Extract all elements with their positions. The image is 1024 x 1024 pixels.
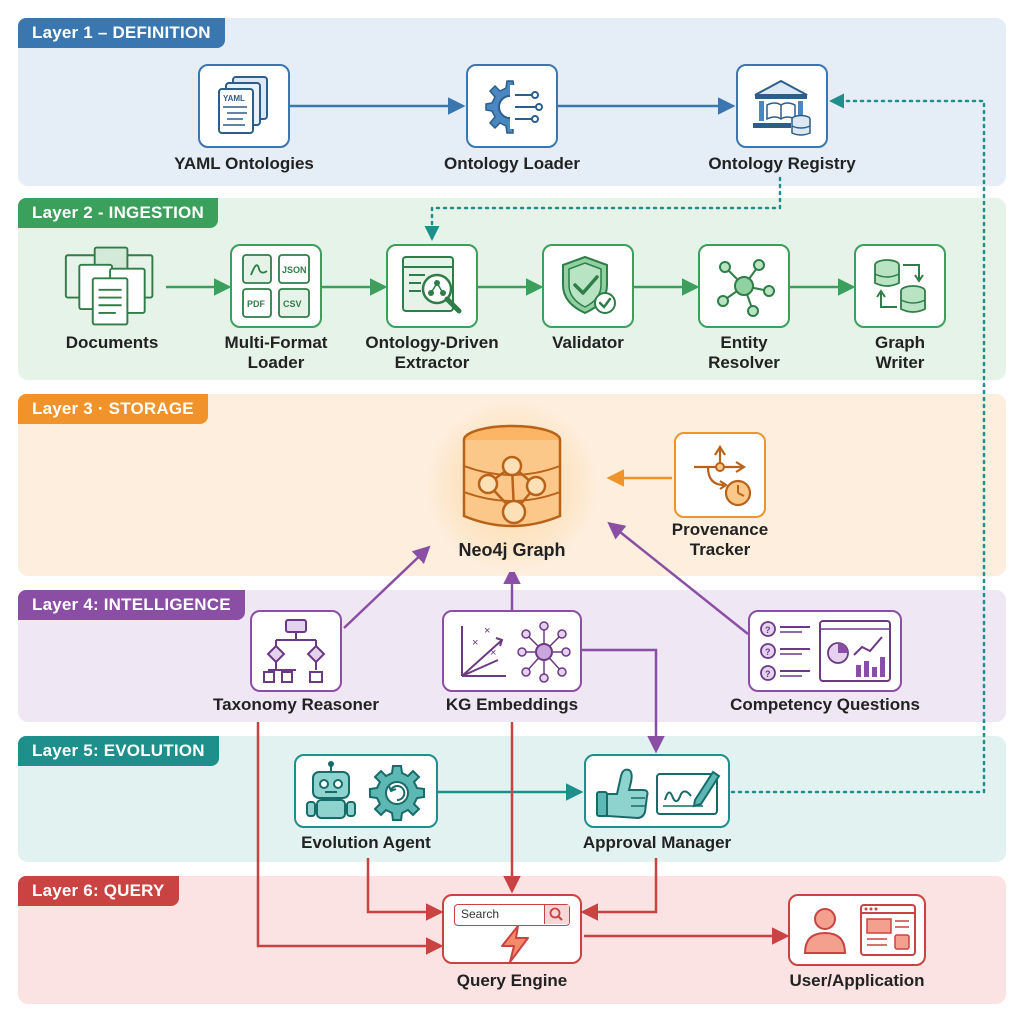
kg-embeddings-label: KG Embeddings (445, 695, 579, 714)
layer-tag: Layer 5: EVOLUTION (18, 736, 219, 766)
provenance-tracker-node[interactable] (674, 432, 766, 518)
provenance-flow-icon (694, 444, 752, 507)
documents-label: Documents (65, 333, 159, 352)
questions-dashboard-icon: ? ? ? (760, 620, 891, 682)
extractor-magnifier-icon (402, 256, 462, 314)
entity-resolver-label: Entity Resolver (708, 333, 780, 372)
svg-text:?: ? (765, 647, 771, 657)
svg-text:?: ? (765, 625, 771, 635)
multi-format-loader-label: Multi-Format Loader (224, 333, 328, 372)
gear-loader-icon (485, 80, 543, 134)
ontology-loader-label: Ontology Loader (444, 154, 580, 173)
network-nodes-icon (717, 259, 775, 317)
shield-check-icon (562, 255, 616, 315)
svg-text:×: × (490, 647, 496, 659)
documents-node[interactable] (60, 242, 164, 330)
ontology-loader-node[interactable] (466, 64, 558, 148)
layer-evolution: Layer 5: EVOLUTION (18, 736, 1006, 862)
query-engine-label: Query Engine (456, 971, 568, 990)
registry-building-icon (753, 79, 811, 136)
ontology-registry-node[interactable] (736, 64, 828, 148)
user-application-node[interactable] (788, 894, 926, 966)
graph-writer-node[interactable] (854, 244, 946, 328)
approval-signature-icon (596, 768, 721, 820)
validator-label: Validator (552, 333, 624, 352)
layer-tag: Layer 3 · STORAGE (18, 394, 208, 424)
graph-writer-label: Graph Writer (874, 333, 926, 372)
taxonomy-reasoner-label: Taxonomy Reasoner (213, 695, 379, 714)
approval-manager-label: Approval Manager (582, 833, 732, 852)
svg-text:?: ? (765, 669, 771, 679)
multi-format-loader-node[interactable]: JSON PDF CSV (230, 244, 322, 328)
csv-file-text: CSV (283, 299, 302, 309)
competency-questions-label: Competency Questions (730, 695, 920, 714)
neo4j-graph-label: Neo4j Graph (458, 540, 566, 560)
entity-resolver-node[interactable] (698, 244, 790, 328)
user-application-label: User/Application (789, 971, 925, 990)
search-input[interactable]: Search (454, 904, 570, 926)
provenance-tracker-label: Provenance Tracker (671, 520, 769, 559)
layer-tag: Layer 4: INTELLIGENCE (18, 590, 245, 620)
search-placeholder: Search (461, 907, 500, 921)
hierarchy-tree-icon (263, 619, 326, 683)
kg-embeddings-node[interactable]: × × × (442, 610, 582, 692)
ontology-registry-label: Ontology Registry (708, 154, 856, 173)
ontology-extractor-label: Ontology-Driven Extractor (365, 333, 499, 372)
yaml-file-text: YAML (223, 94, 245, 103)
competency-questions-node[interactable]: ? ? ? (748, 610, 902, 692)
json-file-text: JSON (282, 265, 307, 275)
evolution-agent-node[interactable] (294, 754, 438, 828)
yaml-ontologies-label: YAML Ontologies (174, 154, 314, 173)
file-formats-icon: JSON PDF CSV (242, 254, 310, 318)
database-sync-icon (874, 259, 926, 313)
validator-node[interactable] (542, 244, 634, 328)
layer-tag: Layer 2 - INGESTION (18, 198, 218, 228)
search-button[interactable] (544, 905, 569, 924)
ontology-extractor-node[interactable] (386, 244, 478, 328)
documents-icon (64, 246, 154, 326)
taxonomy-reasoner-node[interactable] (250, 610, 342, 692)
layer-tag: Layer 6: QUERY (18, 876, 179, 906)
svg-text:×: × (484, 625, 490, 637)
robot-gear-icon (306, 761, 425, 821)
evolution-agent-label: Evolution Agent (301, 833, 431, 852)
svg-text:×: × (472, 637, 478, 649)
search-icon (549, 907, 563, 921)
neo4j-database-icon (426, 400, 598, 572)
approval-manager-node[interactable] (584, 754, 730, 828)
lightning-icon (501, 925, 529, 963)
user-app-window-icon (803, 904, 916, 956)
pdf-file-text: PDF (247, 299, 266, 309)
neo4j-graph-node[interactable] (416, 400, 608, 572)
yaml-files-icon: YAML (218, 76, 268, 134)
embedding-vectors-icon: × × × (461, 621, 571, 683)
layer-tag: Layer 1 – DEFINITION (18, 18, 225, 48)
yaml-ontologies-node[interactable]: YAML (198, 64, 290, 148)
